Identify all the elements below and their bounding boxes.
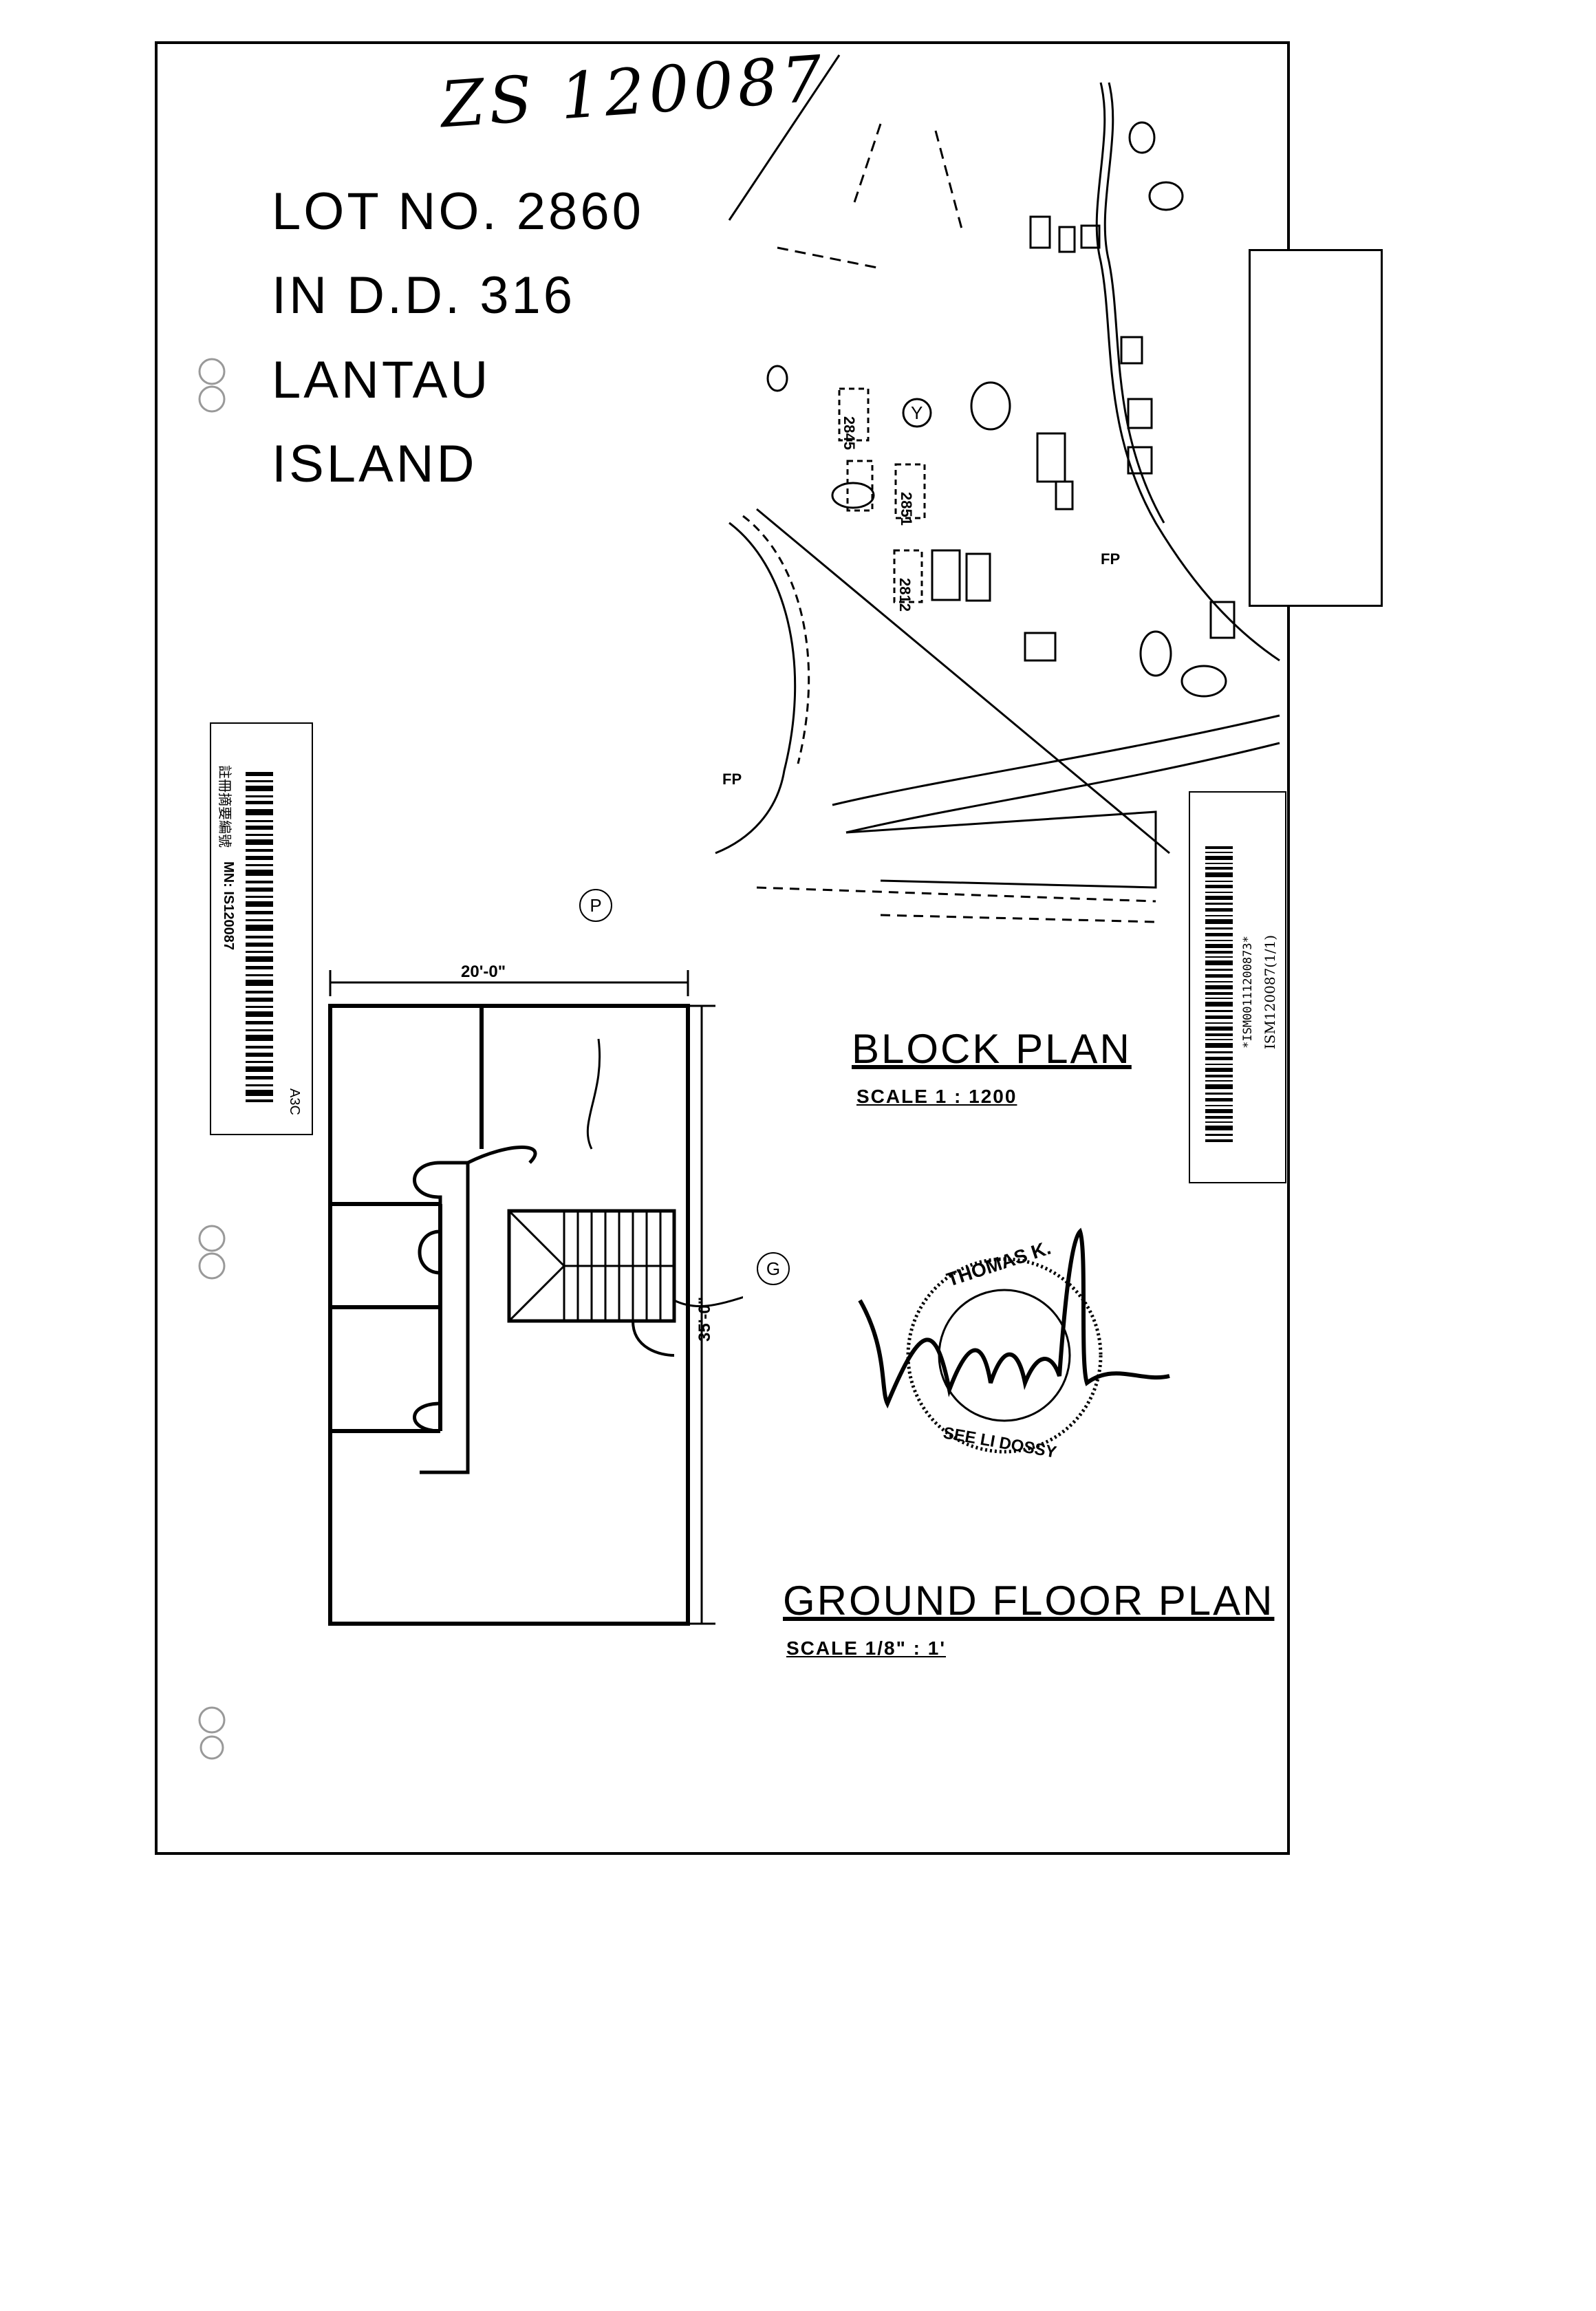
door-arc	[413, 1401, 441, 1433]
block-plan-scale: SCALE 1 : 1200	[856, 1086, 1017, 1107]
road-south-edge	[845, 742, 1280, 834]
barcode-label-left: 註冊摘要編號 MN: IS120087 A3C	[210, 722, 313, 1135]
rock	[766, 365, 788, 392]
corridor	[420, 1161, 470, 1474]
rock	[970, 381, 1011, 431]
stamp-circle	[906, 1257, 1103, 1454]
signature-scribble	[858, 1227, 1170, 1409]
location-line-2: ISLAND	[272, 435, 477, 493]
drawing-sheet-border	[155, 41, 1290, 1855]
building	[931, 549, 961, 601]
house-outline	[328, 1004, 690, 1626]
road-label-fp-2: FP	[722, 771, 742, 788]
ground-floor-plan-scale: SCALE 1/8" : 1'	[786, 1637, 946, 1659]
footpath-east-edge	[1103, 82, 1165, 524]
barcode-bars-left	[246, 772, 273, 1102]
width-dimension: 20'-0"	[461, 963, 506, 981]
building	[1209, 601, 1236, 639]
redaction-box	[1249, 249, 1383, 607]
road-south	[832, 714, 1280, 806]
building	[1055, 480, 1074, 510]
lot-2845	[838, 387, 870, 442]
marker-p: P	[579, 889, 612, 922]
location-line: LANTAU	[272, 351, 491, 409]
signature-stamp: THOMAS K. SEE LI DOSSY	[858, 1227, 1170, 1462]
barcode-right-code: *ISM00111200873*	[1241, 936, 1255, 1049]
lot-label-2812: 2812	[896, 578, 914, 612]
depth-dimension: 35'-0"	[695, 1297, 714, 1342]
building	[1120, 336, 1143, 365]
platform-outline	[845, 810, 1157, 889]
demarcation-district-line: IN D.D. 316	[272, 266, 576, 325]
building	[1127, 398, 1153, 429]
barcode-right-memo-wrap: ISM120087(1/1)	[1262, 834, 1278, 1150]
rock	[1139, 630, 1172, 677]
building	[1029, 215, 1051, 249]
barcode-code: A3C	[287, 1088, 302, 1115]
rock	[1148, 181, 1184, 211]
lot-label-2845: 2845	[841, 416, 858, 450]
rock	[831, 482, 875, 509]
marker-y-circle	[902, 398, 932, 428]
marker-g: G	[757, 1252, 790, 1285]
lot-2851	[894, 463, 926, 519]
barcode-right-code-wrap: *ISM00111200873*	[1240, 834, 1256, 1150]
barcode-right-memo: ISM120087(1/1)	[1262, 934, 1279, 1050]
footpath-west	[715, 522, 797, 854]
door-arc	[632, 1320, 675, 1357]
binding-holes	[198, 358, 226, 1760]
rock	[1180, 665, 1227, 698]
building	[1058, 226, 1076, 253]
site-boundary-line	[728, 54, 841, 221]
lot-site	[846, 460, 874, 512]
ground-floor-plan-title: GROUND FLOOR PLAN	[783, 1578, 1275, 1624]
stair-treads	[508, 1210, 674, 1322]
contour-dashed	[777, 123, 964, 270]
building	[1080, 224, 1101, 249]
building	[1127, 446, 1153, 475]
block-plan-title: BLOCK PLAN	[852, 1026, 1132, 1072]
block-plan-map: 2845 2851 2812 FP FP Y	[715, 54, 1280, 923]
lot-number-line: LOT NO. 2860	[272, 182, 644, 241]
door-arc	[418, 1229, 441, 1275]
rock	[1128, 121, 1156, 154]
ground-floor-plan-drawing: 20'-0" 35'-0"	[328, 963, 743, 1626]
leader-p	[586, 1038, 601, 1150]
boundary-diagonal	[756, 508, 1170, 854]
barcode-label-right: *ISM00111200873* ISM120087(1/1)	[1189, 791, 1286, 1183]
building	[1036, 432, 1066, 483]
path-dashed	[742, 515, 810, 764]
building	[1024, 632, 1057, 662]
building	[965, 552, 991, 602]
door-arc	[413, 1161, 442, 1204]
contour-lower	[756, 886, 1156, 923]
leader-g	[673, 1296, 743, 1308]
lot-label-2851: 2851	[898, 492, 915, 526]
stamp-lower-text: SEE LI DOSSY	[942, 1423, 1058, 1462]
lot-2812	[893, 549, 923, 603]
road-label-fp: FP	[1101, 550, 1120, 568]
marker-y: Y	[911, 402, 923, 423]
barcode-bars-right	[1205, 846, 1233, 1142]
